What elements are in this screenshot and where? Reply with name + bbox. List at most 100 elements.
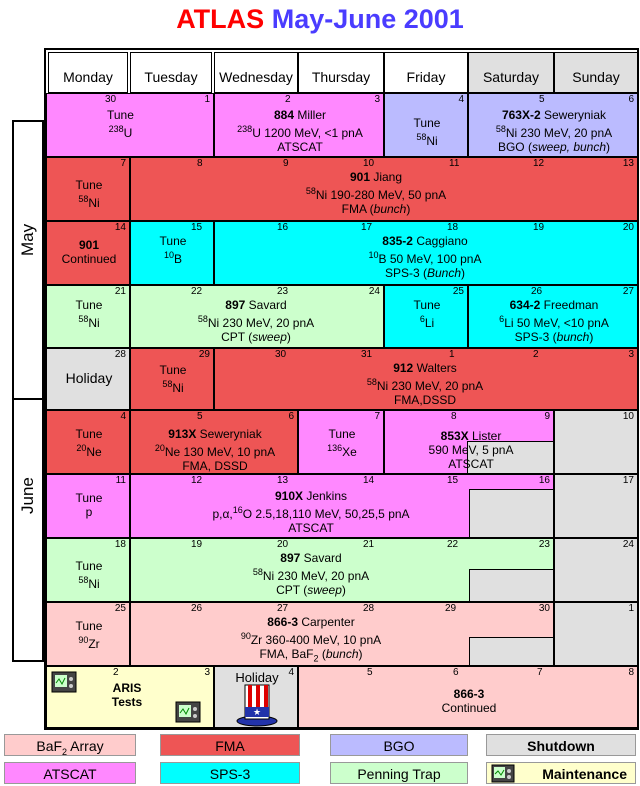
day-number: 13: [622, 158, 634, 169]
text: Tune: [75, 427, 103, 441]
day-number: 29: [198, 349, 210, 360]
day-number: 9: [544, 411, 550, 422]
text: Tune: [413, 116, 441, 130]
day-header-tuesday: Tuesday: [130, 52, 212, 93]
text: Jenkins: [303, 489, 348, 503]
text: ): [589, 330, 594, 344]
day-number: 23: [277, 286, 289, 297]
text: Maintenance: [542, 766, 627, 782]
calendar-frame: [44, 48, 639, 730]
cell-763-seweryniak: 5 6 763X-2 Seweryniak 58Ni 230 MeV, 20 p…: [468, 93, 638, 157]
day-number: 8: [451, 411, 457, 422]
day-number: 20: [277, 539, 289, 550]
text: BGO (: [497, 140, 532, 154]
shutdown-notch: [469, 637, 553, 665]
text: Tune: [75, 178, 103, 192]
day-number: 22: [191, 286, 203, 297]
text: Ni: [88, 316, 100, 330]
text: p: [85, 505, 93, 519]
cell-text: 897 Savard 58Ni 230 MeV, 20 pnA CPT (swe…: [191, 551, 431, 597]
text: U: [123, 126, 133, 140]
month-bar-may: May: [12, 120, 44, 400]
text: sweep: [307, 583, 342, 597]
day-header-wednesday: Wednesday: [214, 52, 298, 93]
maintenance-icon: [175, 701, 201, 723]
text: 866-3: [453, 687, 485, 701]
cell-866-carpenter: 26 27 28 29 30 866-3 Carpenter 90Zr 360-…: [130, 602, 554, 666]
cell-text: 884 Miller 238U 1200 MeV, <1 pnA ATSCAT: [219, 108, 381, 154]
text: Savard: [300, 551, 342, 565]
text: Tune: [75, 619, 103, 633]
day-number: 14: [114, 222, 126, 233]
day-number: 1: [628, 603, 634, 614]
text: ATSCAT: [448, 457, 494, 471]
legend-bgo: BGO: [330, 734, 468, 756]
text: Miller: [294, 108, 327, 122]
day-number: 7: [374, 411, 380, 422]
text: FMA, BaF: [259, 647, 314, 661]
maintenance-icon: [51, 671, 77, 693]
text: SPS-3 (: [514, 330, 557, 344]
text: ARIS: [112, 681, 142, 695]
legend-baf2-array: BaF2 Array: [4, 734, 136, 757]
text: Ni 230 MeV, 20 pnA: [262, 569, 370, 583]
text: 58: [305, 186, 316, 196]
cell-text: 910X Jenkins p,α,16O 2.5,18,110 MeV, 50,…: [161, 489, 461, 535]
text: 238: [108, 124, 124, 134]
day-number: 16: [538, 475, 550, 486]
day-number: 17: [361, 222, 373, 233]
day-number: 24: [368, 286, 380, 297]
cell-897-savard-w8: 19 20 21 22 23 897 Savard 58Ni 230 MeV, …: [130, 538, 554, 602]
day-number: 1: [449, 349, 455, 360]
text: 58: [252, 567, 263, 577]
text: Tune: [328, 427, 356, 441]
text: 763X-2: [501, 108, 541, 122]
text: 90: [240, 631, 251, 641]
cell-shutdown-17: 17: [554, 474, 638, 538]
text: 866-3: [267, 615, 298, 629]
day-number: 25: [114, 603, 126, 614]
legend-atscat: ATSCAT: [4, 762, 136, 784]
text: CPT (: [276, 583, 308, 597]
text: 58: [495, 124, 506, 134]
day-number: 10: [622, 411, 634, 422]
day-number: 5: [539, 94, 545, 105]
maintenance-icon: [491, 764, 515, 783]
cell-holiday-28: 28 Holiday: [46, 348, 130, 410]
cell-853-lister: 8 9 853X Lister 590 MeV, 5 pnA ATSCAT: [384, 410, 554, 474]
cell-shutdown-24: 24: [554, 538, 638, 602]
cell-shutdown-10: 10: [554, 410, 638, 474]
day-number: 8: [197, 158, 203, 169]
text: Tune: [159, 234, 187, 248]
text: 2: [62, 746, 68, 757]
cell-text: 835-2 Caggiano 10B 50 MeV, 100 pnA SPS-3…: [305, 234, 545, 280]
legend-fma: FMA: [160, 734, 300, 756]
day-number: 2: [533, 349, 539, 360]
text: 10: [163, 250, 174, 260]
text: bunch: [325, 647, 359, 661]
text: Bunch: [426, 266, 462, 280]
text: Ni: [88, 577, 100, 591]
text: 897: [225, 298, 246, 312]
text: Tune: [75, 559, 103, 573]
day-number: 30: [105, 94, 117, 105]
shutdown-notch: [469, 489, 553, 537]
day-number: 8: [628, 667, 634, 678]
cell-text: 763X-2 Seweryniak 58Ni 230 MeV, 20 pnA B…: [471, 108, 637, 154]
day-number: 31: [361, 349, 373, 360]
text: Xe: [342, 445, 357, 459]
cell-884-miller: 2 3 884 Miller 238U 1200 MeV, <1 pnA ATS…: [214, 93, 384, 157]
month-label-june: June: [18, 477, 37, 514]
legend-penning-trap: Penning Trap: [330, 762, 468, 784]
day-number: 11: [115, 475, 126, 486]
